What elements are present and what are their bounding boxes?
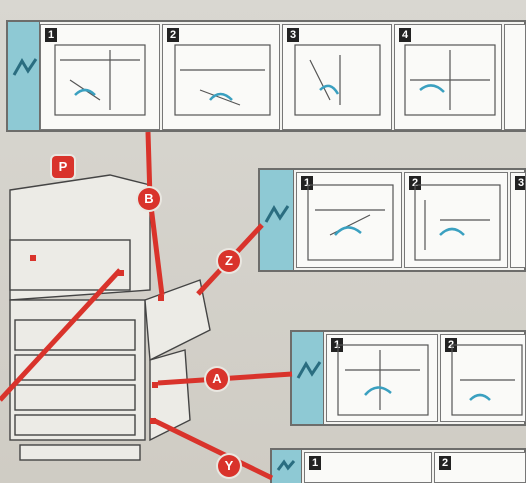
z-arrow-icon [266,206,288,222]
y-arrow-icon [278,461,294,470]
label-a: A [206,368,228,390]
a-arrow-icon [298,362,320,378]
copier-illustration [10,175,210,460]
label-y: Y [218,455,240,477]
top-arrow-icon [14,59,36,75]
label-p: P [52,156,74,178]
label-b: B [138,188,160,210]
label-z: Z [218,250,240,272]
